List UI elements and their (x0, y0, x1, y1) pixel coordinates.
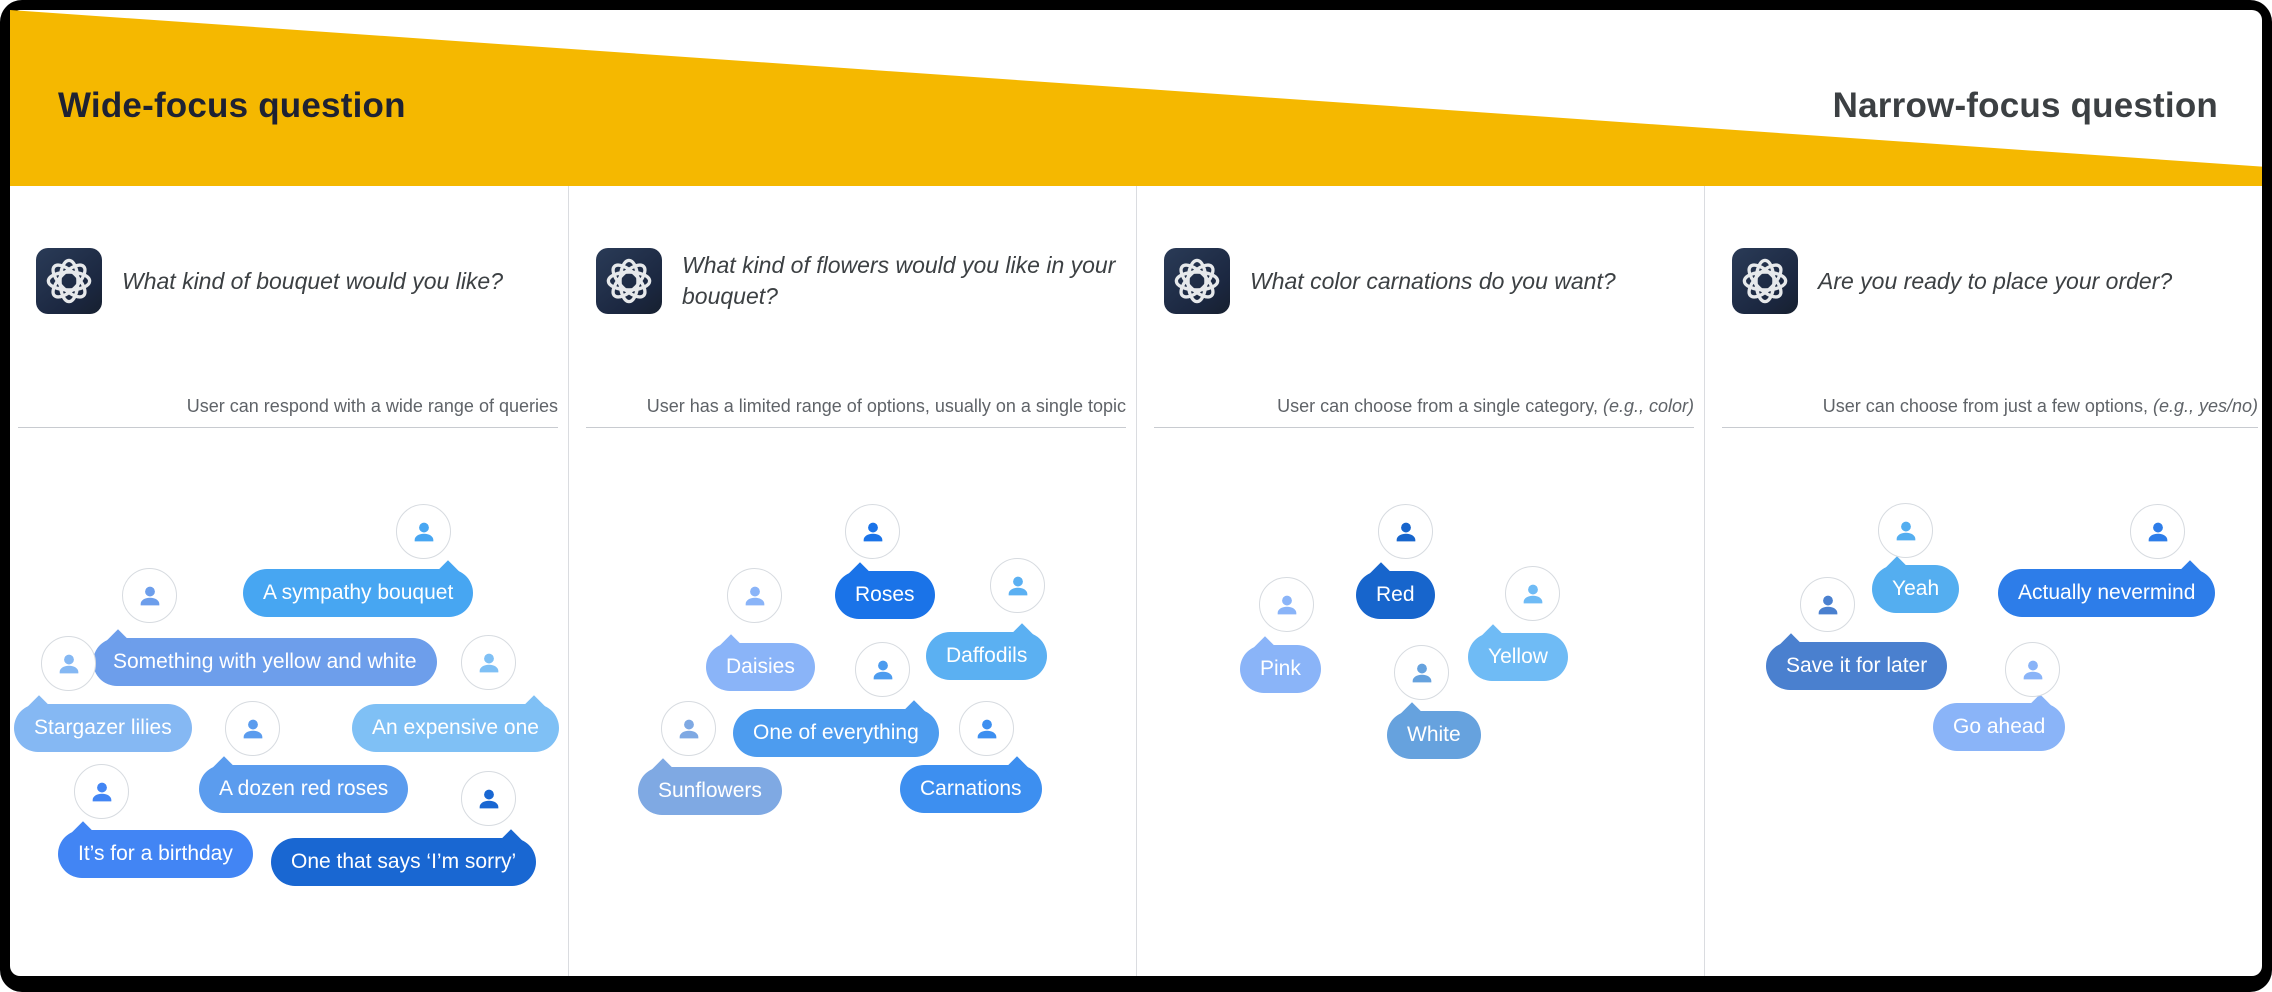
user-avatar-icon (41, 636, 96, 691)
user-avatar-icon (122, 568, 177, 623)
caption-italic: (e.g., yes/no) (2152, 396, 2258, 416)
column-divider (568, 186, 569, 976)
narrow-focus-label: Narrow-focus question (1832, 86, 2218, 125)
chat-bubble-label: Yeah (1892, 577, 1940, 600)
caption-text: User can choose from just a few options, (1822, 396, 2153, 416)
bot-flower-icon (596, 248, 662, 314)
column3-caption: User can choose from a single category, … (1154, 396, 1694, 428)
chat-bubble-label: A dozen red roses (219, 777, 389, 800)
user-avatar-icon (1800, 577, 1855, 632)
chat-bubble: One that says ‘I’m sorry’ (271, 829, 537, 886)
column3-header: What color carnations do you want? (1164, 248, 1688, 314)
chat-bubble: Actually nevermind (1998, 560, 2216, 617)
chat-bubble: It’s for a birthday (58, 821, 253, 878)
column1-header: What kind of bouquet would you like? (36, 248, 560, 314)
chat-bubble: One of everything (733, 700, 939, 757)
chat-bubble-label: A sympathy bouquet (263, 581, 454, 604)
user-avatar-icon (461, 635, 516, 690)
chat-bubble-label: An expensive one (372, 716, 539, 739)
user-avatar-icon (855, 642, 910, 697)
user-avatar-icon (1394, 645, 1449, 700)
column2-caption: User has a limited range of options, usu… (586, 396, 1126, 428)
bot-question: Are you ready to place your order? (1818, 267, 2173, 294)
column4-caption: User can choose from just a few options,… (1722, 396, 2258, 428)
chat-bubble-label: White (1407, 723, 1461, 746)
chat-bubble-label: Go ahead (1953, 715, 2046, 738)
chat-bubble-label: Yellow (1488, 645, 1548, 668)
user-avatar-icon (396, 504, 451, 559)
chat-bubble: Daisies (706, 634, 815, 691)
chat-bubble: An expensive one (352, 695, 559, 752)
user-avatar-icon (225, 701, 280, 756)
chat-bubble-label: Stargazer lilies (34, 716, 172, 739)
chat-bubble-label: One of everything (753, 721, 919, 744)
chat-bubble: Something with yellow and white (93, 629, 437, 686)
bot-flower-icon (36, 248, 102, 314)
chat-bubble-label: Something with yellow and white (113, 650, 417, 673)
chat-bubble-label: Sunflowers (658, 779, 762, 802)
chat-bubble-label: It’s for a birthday (78, 842, 233, 865)
chat-bubble: A dozen red roses (199, 756, 409, 813)
user-avatar-icon (990, 558, 1045, 613)
chat-bubble-label: Daisies (726, 655, 795, 678)
chat-bubble: Sunflowers (638, 758, 782, 815)
chat-bubble-label: Pink (1260, 657, 1301, 680)
chat-bubble-label: Actually nevermind (2018, 581, 2196, 604)
user-avatar-icon (1378, 504, 1433, 559)
bot-question: What kind of bouquet would you like? (122, 267, 504, 294)
chat-bubble: Stargazer lilies (14, 695, 192, 752)
bot-flower-icon (1164, 248, 1230, 314)
bot-question: What color carnations do you want? (1250, 267, 1616, 294)
column1-caption: User can respond with a wide range of qu… (18, 396, 558, 428)
chat-bubble-label: One that says ‘I’m sorry’ (291, 850, 517, 873)
caption-italic: (e.g., color) (1602, 396, 1694, 416)
column-divider (1136, 186, 1137, 976)
chat-bubble: Save it for later (1766, 633, 1948, 690)
user-avatar-icon (959, 701, 1014, 756)
caption-text: User can respond with a wide range of qu… (186, 396, 558, 416)
caption-text: User has a limited range of options, usu… (646, 396, 1126, 416)
chat-bubble-label: Carnations (920, 777, 1022, 800)
chat-bubble: Go ahead (1933, 694, 2066, 751)
chat-bubble: A sympathy bouquet (243, 560, 474, 617)
user-avatar-icon (727, 568, 782, 623)
user-avatar-icon (2005, 642, 2060, 697)
chat-bubble: Yeah (1872, 556, 1960, 613)
column-divider (1704, 186, 1705, 976)
chat-bubble: Yellow (1468, 624, 1568, 681)
user-avatar-icon (461, 771, 516, 826)
user-avatar-icon (1878, 503, 1933, 558)
bot-flower-icon (1732, 248, 1798, 314)
user-avatar-icon (845, 504, 900, 559)
user-avatar-icon (2130, 504, 2185, 559)
chat-bubble: White (1387, 702, 1481, 759)
chat-bubble-label: Roses (855, 583, 915, 606)
chat-bubble: Carnations (900, 756, 1042, 813)
chat-bubble-label: Red (1376, 583, 1415, 606)
chat-bubble-label: Save it for later (1786, 654, 1928, 677)
user-avatar-icon (74, 764, 129, 819)
user-avatar-icon (661, 701, 716, 756)
chat-bubble-label: Daffodils (946, 644, 1028, 667)
wide-focus-label: Wide-focus question (58, 86, 406, 125)
column2-header: What kind of flowers would you like in y… (596, 248, 1120, 314)
bot-question: What kind of flowers would you like in y… (682, 252, 1116, 309)
chat-bubble: Daffodils (926, 623, 1048, 680)
user-avatar-icon (1259, 577, 1314, 632)
chat-bubble: Red (1356, 562, 1435, 619)
chat-bubble: Roses (835, 562, 935, 619)
user-avatar-icon (1505, 566, 1560, 621)
chat-bubble: Pink (1240, 636, 1321, 693)
caption-text: User can choose from a single category, (1277, 396, 1603, 416)
column4-header: Are you ready to place your order? (1732, 248, 2256, 314)
